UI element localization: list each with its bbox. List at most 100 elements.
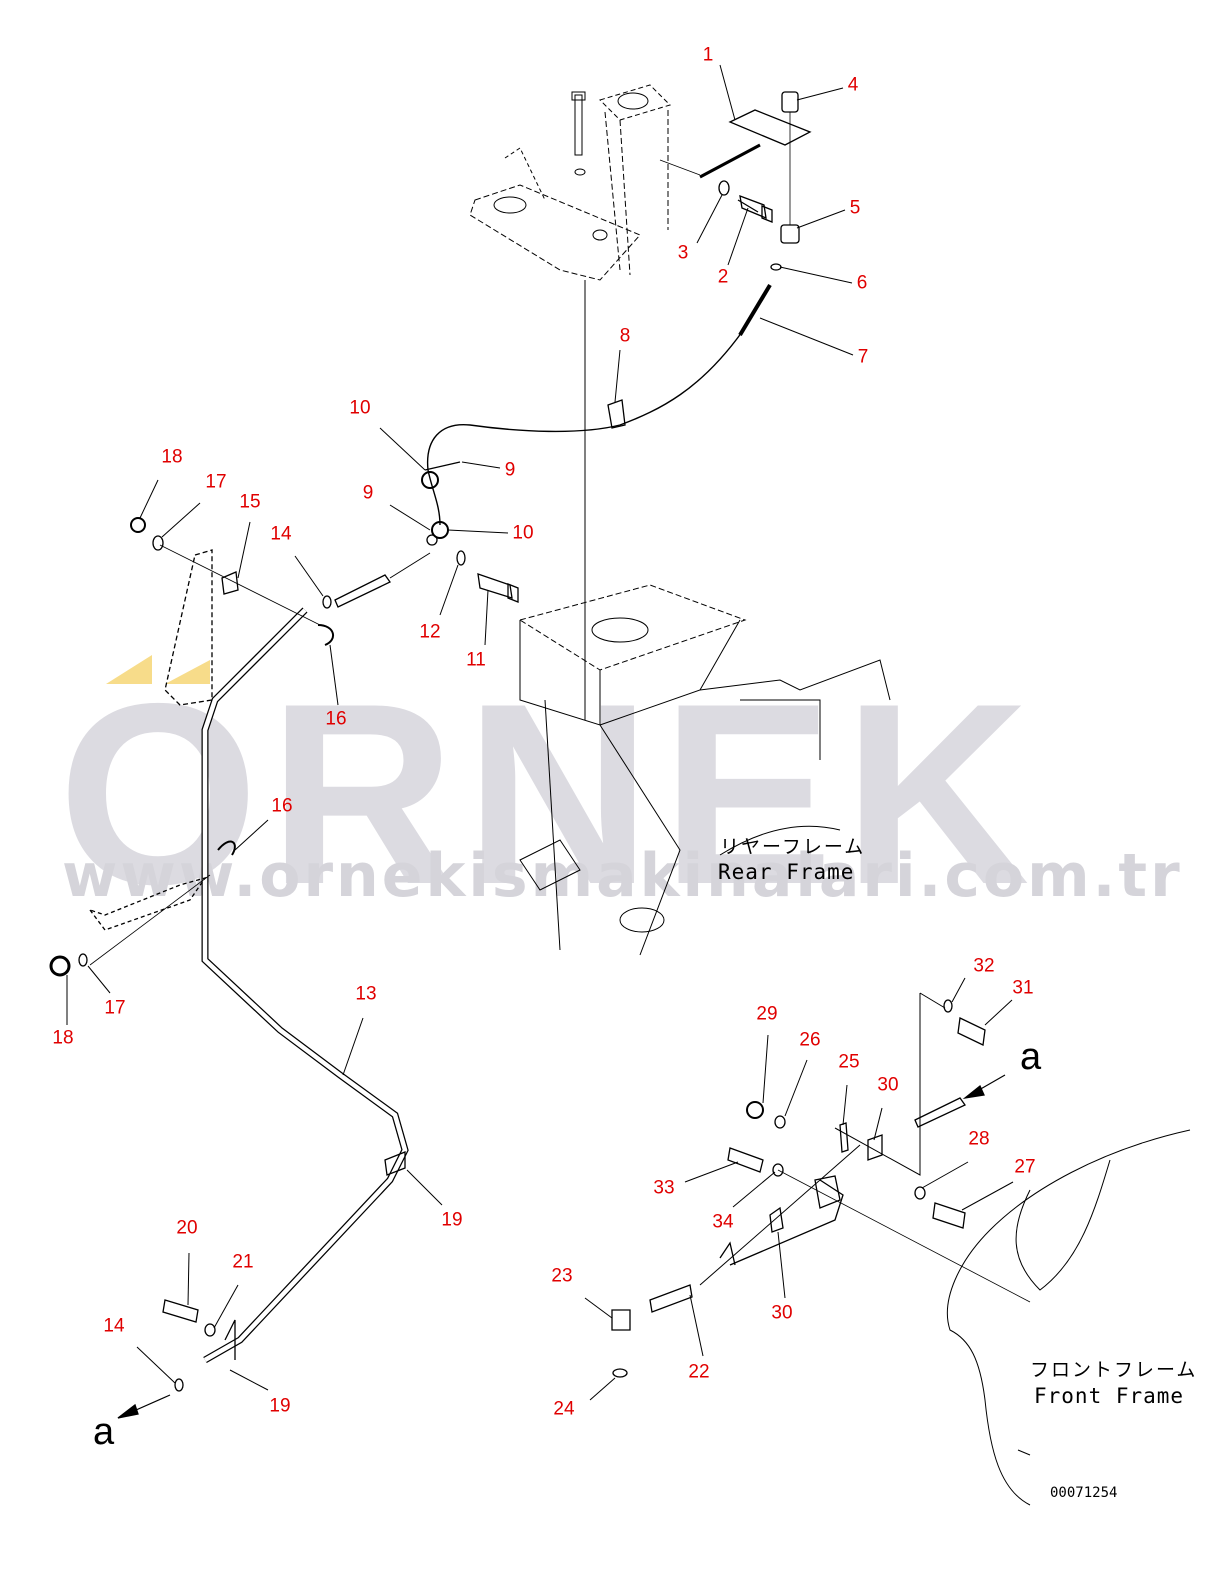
part-5 bbox=[780, 224, 800, 244]
part-callout-7: 7 bbox=[857, 346, 869, 368]
part-callout-26: 26 bbox=[799, 1029, 821, 1051]
part-16-uclamp-2 bbox=[217, 840, 236, 856]
part-8-clip bbox=[607, 399, 626, 429]
part-24-oring bbox=[612, 1368, 628, 1378]
part-callout-29: 29 bbox=[756, 1003, 778, 1025]
front-frame-tick bbox=[1017, 1449, 1031, 1456]
part-17-washer-2 bbox=[78, 953, 88, 967]
part-3-washer bbox=[718, 180, 730, 196]
part-18-nut bbox=[130, 517, 146, 533]
part-callout-24: 24 bbox=[553, 1398, 575, 1420]
arrow-a-bottom-icon bbox=[117, 1403, 139, 1419]
connection-ref-a-bottom: a bbox=[93, 1411, 115, 1453]
part-callout-10: 10 bbox=[512, 522, 534, 544]
part-29-nut bbox=[746, 1101, 764, 1119]
upper-left-bracket bbox=[164, 549, 213, 706]
part-callout-15: 15 bbox=[239, 491, 261, 513]
part-18-nut-2 bbox=[49, 955, 71, 977]
part-callout-4: 4 bbox=[847, 74, 859, 96]
part-1-bracket bbox=[659, 109, 812, 179]
part-16-uclamp bbox=[317, 624, 334, 646]
part-23-elbow bbox=[611, 1309, 631, 1331]
part-fitting bbox=[334, 574, 391, 608]
part-6-oring bbox=[770, 263, 782, 271]
part-callout-11: 11 bbox=[466, 649, 486, 671]
part-33-bolt bbox=[727, 1147, 764, 1173]
part-2-bolt bbox=[737, 194, 773, 223]
part-callout-17: 17 bbox=[205, 471, 227, 493]
document-number: 00071254 bbox=[1050, 1485, 1118, 1501]
watermark-url: www.ornekismakinalari.com.tr bbox=[62, 841, 1183, 911]
part-callout-18: 18 bbox=[161, 446, 183, 468]
part-30-clamp-2 bbox=[814, 1175, 841, 1209]
part-17-washer bbox=[152, 535, 164, 551]
rear-frame-label-jp: リヤーフレーム bbox=[720, 836, 866, 858]
part-15-clip bbox=[221, 571, 239, 595]
part-21-washer bbox=[204, 1323, 216, 1337]
rear-frame-tower bbox=[469, 84, 671, 281]
arrow-a-top-icon bbox=[962, 1084, 985, 1100]
part-30-clamp-3 bbox=[769, 1206, 784, 1233]
part-11-bolt bbox=[477, 573, 519, 603]
part-callout-3: 3 bbox=[677, 242, 689, 264]
part-callout-16: 16 bbox=[325, 708, 347, 730]
part-callout-33: 33 bbox=[653, 1177, 675, 1199]
part-callout-1: 1 bbox=[702, 44, 714, 66]
part-callout-9: 9 bbox=[504, 459, 516, 481]
part-25-clip bbox=[839, 1122, 849, 1153]
part-callout-17: 17 bbox=[104, 997, 126, 1019]
lower-left-bracket bbox=[88, 876, 207, 931]
part-callout-2: 2 bbox=[717, 266, 729, 288]
part-callout-16: 16 bbox=[271, 795, 293, 817]
part-10-clamp bbox=[421, 471, 439, 489]
part-callout-19: 19 bbox=[269, 1395, 291, 1417]
part-callout-13: 13 bbox=[355, 983, 377, 1005]
part-callout-32: 32 bbox=[973, 955, 995, 977]
rear-frame-body bbox=[518, 584, 891, 956]
part-19-clip bbox=[384, 1151, 406, 1176]
part-27-bolt bbox=[932, 1202, 966, 1229]
part-22-fitting bbox=[649, 1284, 693, 1313]
part-34-washer bbox=[772, 1163, 784, 1177]
lower-right-assembly bbox=[611, 992, 1031, 1378]
part-30-clamp bbox=[867, 1134, 883, 1161]
part-20-bolt bbox=[162, 1299, 199, 1323]
part-28-washer bbox=[914, 1186, 926, 1200]
part-callout-28: 28 bbox=[968, 1128, 990, 1150]
part-callout-23: 23 bbox=[551, 1265, 573, 1287]
part-19-clip-2 bbox=[224, 1319, 236, 1360]
part-31-bolt bbox=[957, 1017, 986, 1046]
part-14-oring-2 bbox=[174, 1378, 184, 1392]
part-callout-30: 30 bbox=[771, 1302, 793, 1324]
part-callout-6: 6 bbox=[856, 272, 868, 294]
part-callout-31: 31 bbox=[1012, 977, 1034, 999]
part-12-washer bbox=[456, 550, 466, 566]
front-frame-label-en: Front Frame bbox=[1034, 1384, 1185, 1408]
part-callout-22: 22 bbox=[688, 1361, 710, 1383]
part-callout-9: 9 bbox=[362, 482, 374, 504]
part-callout-5: 5 bbox=[849, 197, 861, 219]
part-callout-10: 10 bbox=[349, 397, 371, 419]
part-callout-19: 19 bbox=[441, 1209, 463, 1231]
part-callout-12: 12 bbox=[419, 621, 441, 643]
front-frame bbox=[946, 1129, 1191, 1506]
part-callout-25: 25 bbox=[838, 1051, 860, 1073]
rear-frame-label-en: Rear Frame bbox=[718, 860, 855, 884]
part-callout-30: 30 bbox=[877, 1074, 899, 1096]
part-callout-18: 18 bbox=[52, 1027, 74, 1049]
part-callout-27: 27 bbox=[1014, 1156, 1036, 1178]
part-32-washer bbox=[943, 999, 953, 1013]
part-fitting-right bbox=[914, 1097, 966, 1128]
connection-ref-a-top: a bbox=[1020, 1036, 1042, 1078]
part-4 bbox=[781, 91, 799, 113]
part-callout-14: 14 bbox=[270, 523, 292, 545]
part-callout-20: 20 bbox=[176, 1217, 198, 1239]
part-callout-14: 14 bbox=[103, 1315, 125, 1337]
part-callout-21: 21 bbox=[232, 1251, 254, 1273]
part-callout-34: 34 bbox=[712, 1211, 734, 1233]
leader-lines bbox=[66, 64, 1014, 1401]
part-26-washer bbox=[774, 1115, 786, 1129]
